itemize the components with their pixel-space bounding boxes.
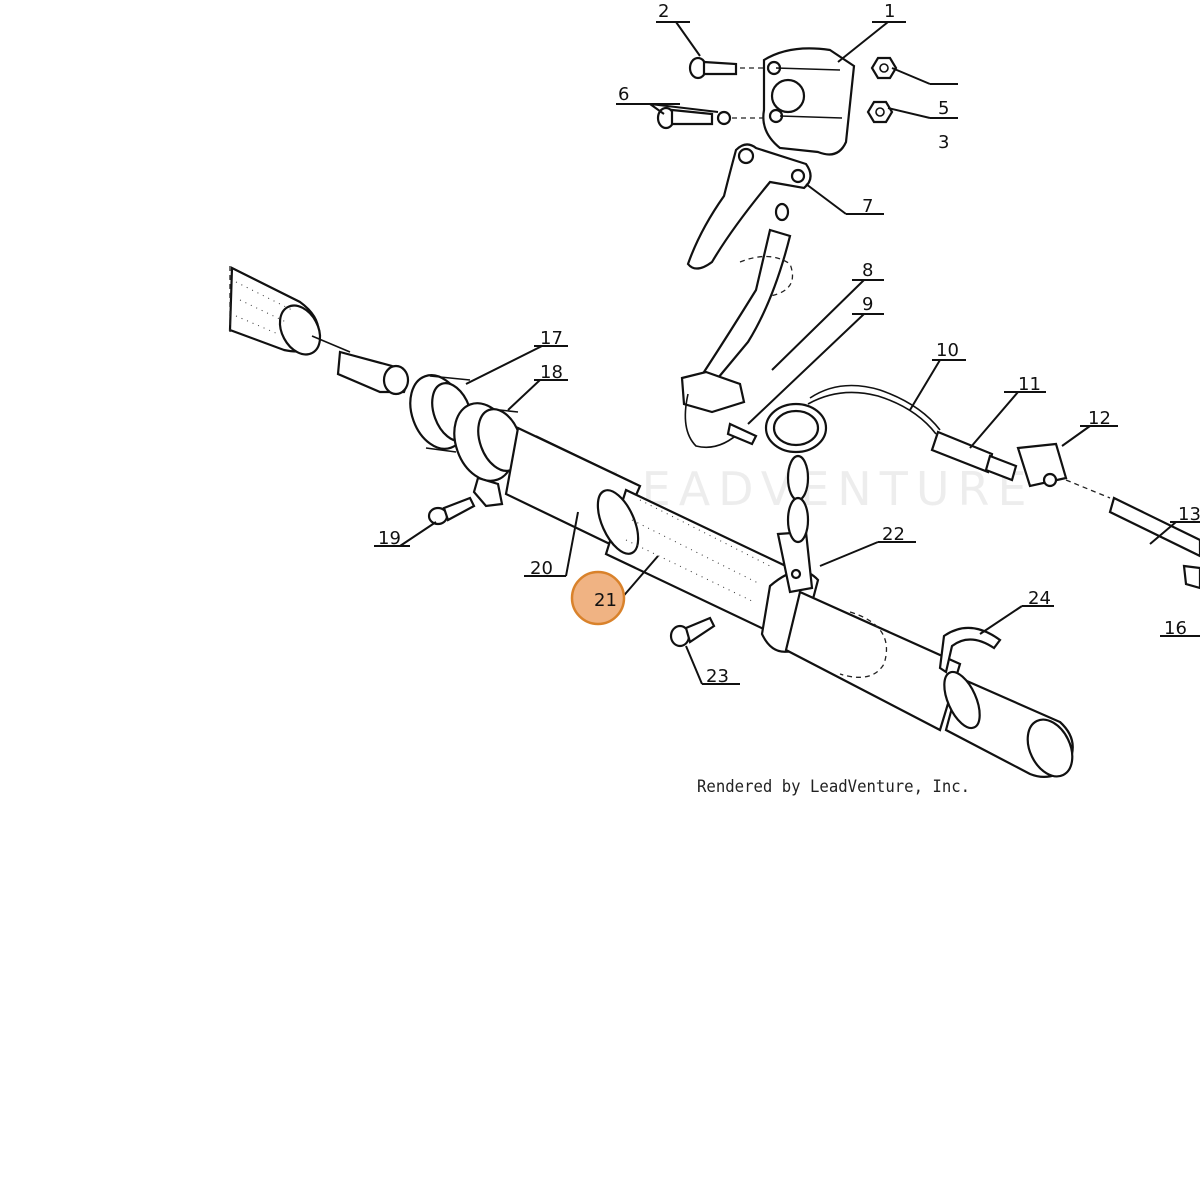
callout-7[interactable]: 7 [862,196,873,217]
callout-24[interactable]: 24 [1028,588,1051,609]
part-19-screw [427,496,476,526]
part-12-clamp [1016,442,1111,499]
callout-18[interactable]: 18 [540,362,563,383]
callout-8[interactable]: 8 [862,260,873,281]
callout-5[interactable]: 5 [938,98,949,119]
callout-17[interactable]: 17 [540,328,563,349]
part-8-bracket [702,202,794,380]
part-11-sheath [930,430,1018,482]
callout-21[interactable]: 21 [594,590,617,611]
main-tube-right [784,590,1074,779]
callout-20[interactable]: 20 [530,558,553,579]
part-3-nut [866,100,894,124]
part-18-clamp [453,402,523,508]
part-5-nut [870,56,898,80]
part-10-cable [807,384,941,435]
shaft-left-segment [228,266,351,356]
callout-23[interactable]: 23 [706,666,729,687]
callout-16[interactable]: 16 [1164,618,1187,639]
callout-11[interactable]: 11 [1018,374,1041,395]
shaft-coupler [336,350,410,396]
callout-19[interactable]: 19 [378,528,401,549]
callout-10[interactable]: 10 [936,340,959,361]
callout-12[interactable]: 12 [1088,408,1111,429]
part-1-housing [762,47,856,156]
callout-13[interactable]: 13 [1178,504,1200,525]
hanger-ring [764,402,828,544]
part-24-clip [938,626,1002,674]
part-2-screw [688,56,768,80]
part-9-clamp [680,370,758,449]
callout-labels: 1 2 3 5 6 7 8 9 10 11 12 13 16 17 18 19 … [378,1,1200,687]
callout-9[interactable]: 9 [862,294,873,315]
callout-3[interactable]: 3 [938,132,949,153]
credit-text: Rendered by LeadVenture, Inc. [697,777,971,797]
callout-6[interactable]: 6 [618,84,629,105]
part-7-trigger [686,143,812,270]
callout-21-highlight [570,570,626,626]
watermark-text: LEADVENTURE [608,462,1035,516]
callout-1[interactable]: 1 [884,1,895,22]
callout-2[interactable]: 2 [658,1,669,22]
part-23-bolt [669,616,716,648]
leader-lines [374,21,1200,685]
callout-22[interactable]: 22 [882,524,905,545]
